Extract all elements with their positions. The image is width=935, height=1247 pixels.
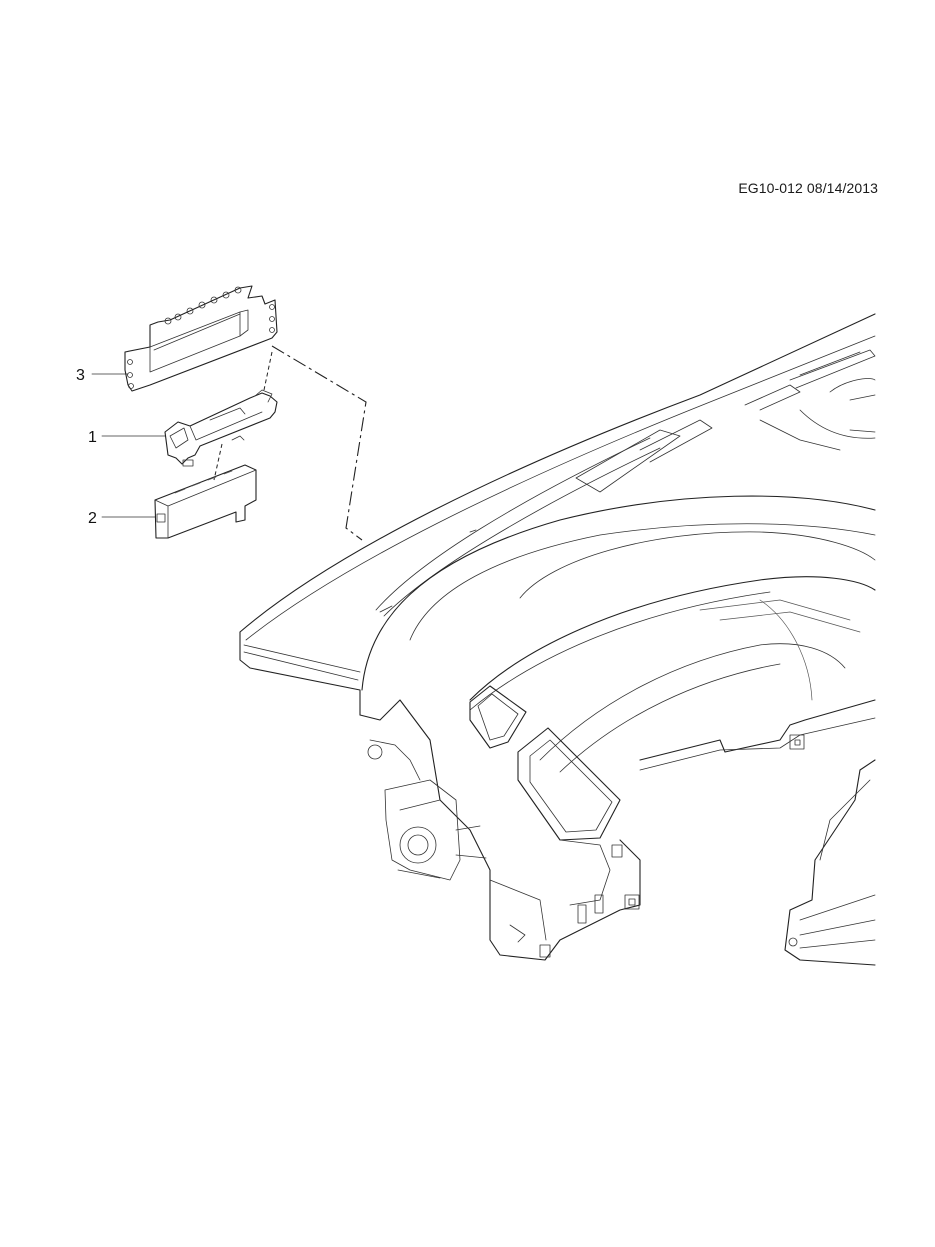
callout-number-1: 1 (88, 429, 97, 446)
callout-1[interactable]: 1 (88, 429, 166, 446)
callout-number-2: 2 (88, 510, 97, 527)
callout-number-3: 3 (76, 367, 85, 384)
assembly-lines (213, 345, 367, 541)
instrument-panel-drawing-icon (239, 313, 876, 966)
diagram-reference-code: EG10-012 08/14/2013 (738, 180, 878, 196)
electronic-module-drawing-icon (154, 464, 257, 539)
plate-drawing-icon (124, 285, 278, 392)
callout-2[interactable]: 2 (88, 510, 156, 527)
callout-3[interactable]: 3 (76, 367, 129, 384)
bracket-drawing-icon (164, 389, 278, 467)
